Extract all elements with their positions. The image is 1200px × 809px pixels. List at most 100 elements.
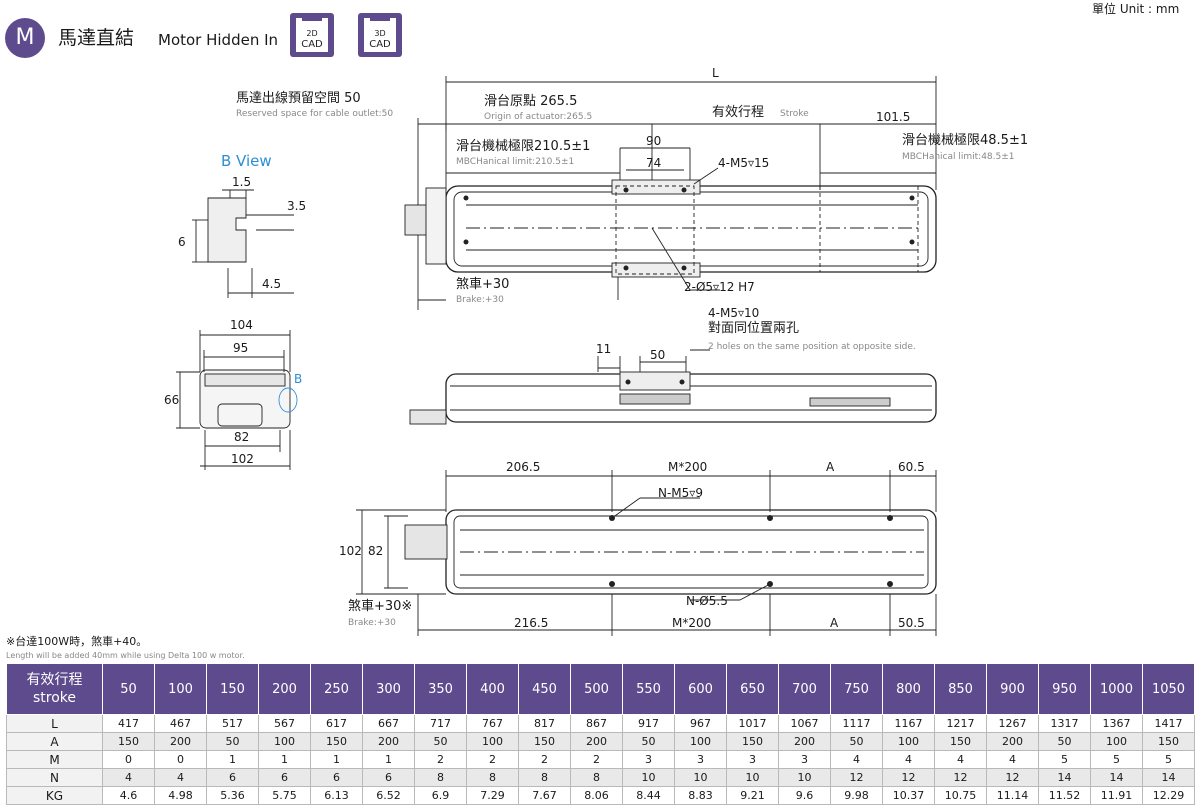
stroke-col: 350 bbox=[414, 663, 467, 715]
table-cell: 12 bbox=[986, 768, 1039, 787]
brake-top-cn: 煞車+30 bbox=[456, 277, 510, 292]
dim-101-5: 101.5 bbox=[876, 110, 911, 124]
stroke-col: 700 bbox=[778, 663, 831, 715]
b-view-title: B View bbox=[221, 152, 272, 170]
stroke-en: Stroke bbox=[780, 109, 809, 119]
table-cell: 567 bbox=[258, 714, 311, 733]
motor-note-cn: ※台達100W時，煞車+40。 bbox=[6, 635, 148, 648]
stroke-col: 950 bbox=[1038, 663, 1091, 715]
b-view-dim-1-5: 1.5 bbox=[232, 175, 252, 189]
table-cell: 6 bbox=[362, 768, 415, 787]
b-view-dim-3-5: 3.5 bbox=[287, 199, 307, 213]
table-cell: 2 bbox=[518, 750, 571, 769]
opposite-holes-cn: 對面同位置兩孔 bbox=[708, 321, 800, 336]
table-cell: 50 bbox=[830, 732, 883, 751]
table-cell: 2 bbox=[414, 750, 467, 769]
table-cell: 200 bbox=[778, 732, 831, 751]
table-cell: 11.52 bbox=[1038, 786, 1091, 805]
cad-3d-button[interactable]: 3D CAD bbox=[358, 13, 402, 57]
table-cell: 1167 bbox=[882, 714, 935, 733]
stroke-col: 550 bbox=[622, 663, 675, 715]
table-cell: 1417 bbox=[1142, 714, 1195, 733]
table-cell: 5 bbox=[1038, 750, 1091, 769]
stroke-col: 1050 bbox=[1142, 663, 1195, 715]
cad-3d-top-label: 3D bbox=[374, 29, 386, 38]
table-cell: 4 bbox=[986, 750, 1039, 769]
origin-en: Origin of actuator:265.5 bbox=[484, 112, 593, 122]
table-cell: 717 bbox=[414, 714, 467, 733]
table-cell: 0 bbox=[154, 750, 207, 769]
stroke-col: 300 bbox=[362, 663, 415, 715]
table-cell: 6.52 bbox=[362, 786, 415, 805]
table-cell: 50 bbox=[414, 732, 467, 751]
table-cell: 417 bbox=[102, 714, 155, 733]
page-title-en: Motor Hidden In bbox=[158, 31, 279, 49]
dim-90: 90 bbox=[646, 134, 662, 148]
table-cell: 7.29 bbox=[466, 786, 519, 805]
end-dim-66: 66 bbox=[164, 393, 180, 407]
bottom-dim-a-bottom: A bbox=[830, 616, 839, 630]
table-cell: 8.83 bbox=[674, 786, 727, 805]
table-cell: 1367 bbox=[1090, 714, 1143, 733]
table-cell: 100 bbox=[466, 732, 519, 751]
row-label: A bbox=[6, 732, 103, 751]
table-cell: 8 bbox=[518, 768, 571, 787]
unit-label: 單位 Unit : mm bbox=[1092, 2, 1180, 16]
spec-header-row: 有效行程 stroke 50 100 150 200 250 300 350 4… bbox=[6, 663, 1195, 715]
table-cell: 8.44 bbox=[622, 786, 675, 805]
table-cell: 8 bbox=[466, 768, 519, 787]
stroke-col: 150 bbox=[206, 663, 259, 715]
table-cell: 200 bbox=[570, 732, 623, 751]
series-badge: M bbox=[5, 18, 45, 58]
table-cell: 2 bbox=[570, 750, 623, 769]
table-cell: 10.75 bbox=[934, 786, 987, 805]
stroke-col: 750 bbox=[830, 663, 883, 715]
table-cell: 10 bbox=[726, 768, 779, 787]
table-cell: 5.36 bbox=[206, 786, 259, 805]
table-cell: 100 bbox=[882, 732, 935, 751]
table-cell: 50 bbox=[622, 732, 675, 751]
table-cell: 1 bbox=[258, 750, 311, 769]
cad-3d-bottom-label: CAD bbox=[369, 39, 391, 50]
table-cell: 100 bbox=[258, 732, 311, 751]
table-cell: 6 bbox=[258, 768, 311, 787]
table-cell: 50 bbox=[206, 732, 259, 751]
cad-2d-button[interactable]: 2D CAD bbox=[290, 13, 334, 57]
table-cell: 9.98 bbox=[830, 786, 883, 805]
table-cell: 1317 bbox=[1038, 714, 1091, 733]
table-cell: 817 bbox=[518, 714, 571, 733]
stroke-header-cn: 有效行程 bbox=[26, 672, 83, 688]
table-cell: 10.37 bbox=[882, 786, 935, 805]
table-cell: 3 bbox=[726, 750, 779, 769]
bottom-dim-102: 102 bbox=[339, 544, 362, 558]
table-cell: 11.14 bbox=[986, 786, 1039, 805]
cad-2d-top-label: 2D bbox=[306, 29, 318, 38]
row-label: N bbox=[6, 768, 103, 787]
table-cell: 9.21 bbox=[726, 786, 779, 805]
stroke-col: 600 bbox=[674, 663, 727, 715]
motor-note-en: Length will be added 40mm while using De… bbox=[6, 651, 245, 660]
mech-limit-left-cn: 滑台機械極限210.5±1 bbox=[456, 139, 591, 154]
table-cell: 200 bbox=[986, 732, 1039, 751]
table-cell: 517 bbox=[206, 714, 259, 733]
stroke-col: 800 bbox=[882, 663, 935, 715]
table-cell: 100 bbox=[1090, 732, 1143, 751]
n-m5-depth-9: N-M5▿9 bbox=[658, 486, 703, 500]
stroke-col: 400 bbox=[466, 663, 519, 715]
stroke-cn: 有效行程 bbox=[712, 105, 765, 120]
mech-limit-right-cn: 滑台機械極限48.5±1 bbox=[902, 133, 1029, 148]
table-cell: 12 bbox=[882, 768, 935, 787]
origin-cn: 滑台原點 265.5 bbox=[484, 94, 578, 109]
table-cell: 9.6 bbox=[778, 786, 831, 805]
table-cell: 150 bbox=[310, 732, 363, 751]
end-dim-95: 95 bbox=[233, 341, 249, 355]
table-cell: 3 bbox=[622, 750, 675, 769]
cable-reserve-cn: 馬達出線預留空間 50 bbox=[236, 91, 361, 106]
page-title-cn: 馬達直結 bbox=[58, 27, 135, 49]
dim-74: 74 bbox=[646, 156, 662, 170]
